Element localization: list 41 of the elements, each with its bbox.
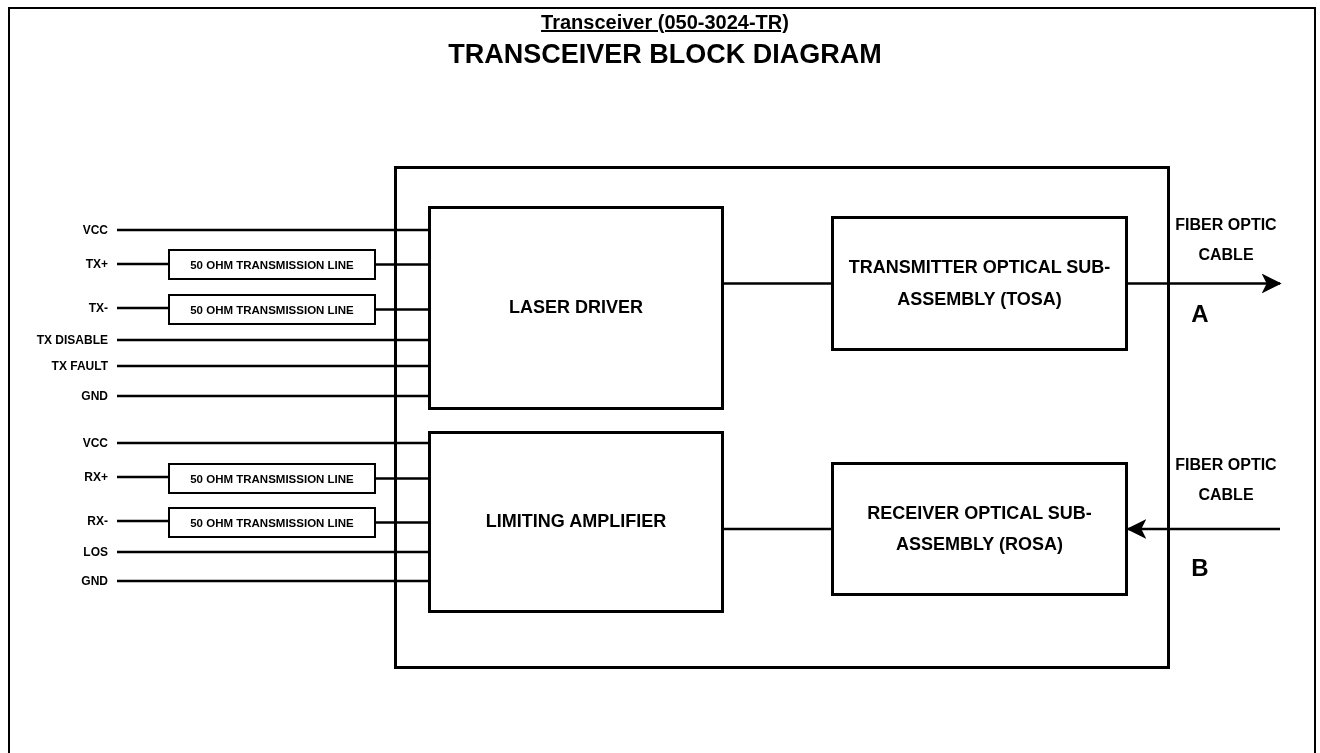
pin-label: LOS <box>20 544 117 560</box>
cable-label: FIBER OPTIC CABLE <box>1170 450 1282 512</box>
pin-label: VCC <box>20 435 117 451</box>
signal-line <box>117 441 428 445</box>
signal-line <box>117 306 168 310</box>
signal-line <box>117 228 428 232</box>
cable-label: FIBER OPTIC CABLE <box>1170 210 1282 272</box>
part-number-heading: Transceiver (050-3024-TR) <box>540 10 790 34</box>
pin-label: TX- <box>20 300 117 316</box>
signal-line <box>376 477 428 480</box>
pin-label: RX- <box>20 513 117 529</box>
arrow <box>1126 519 1280 539</box>
block-box: LIMITING AMPLIFIER <box>428 431 724 613</box>
signal-line <box>117 475 168 479</box>
signal-line <box>117 550 428 554</box>
pin-label: RX+ <box>20 469 117 485</box>
pin-label: GND <box>20 388 117 404</box>
signal-line <box>376 308 428 311</box>
port-letter: A <box>1190 300 1210 328</box>
signal-line <box>117 394 428 398</box>
signal-line <box>117 579 428 583</box>
pin-label: TX DISABLE <box>20 332 117 348</box>
pin-label: TX FAULT <box>20 358 117 374</box>
block-box: TRANSMITTER OPTICAL SUB-ASSEMBLY (TOSA) <box>831 216 1128 351</box>
module-outline <box>394 166 1170 669</box>
signal-line <box>117 364 428 368</box>
signal-line <box>376 521 428 524</box>
signal-line <box>724 282 831 285</box>
signal-line <box>376 263 428 266</box>
arrow <box>1128 273 1282 294</box>
signal-line <box>724 527 831 531</box>
signal-line <box>117 338 428 342</box>
pin-label: GND <box>20 573 117 589</box>
pin-label: TX+ <box>20 256 117 272</box>
pin-label: VCC <box>20 222 117 238</box>
port-letter: B <box>1190 554 1210 582</box>
block-box: LASER DRIVER <box>428 206 724 410</box>
signal-line <box>117 519 168 523</box>
signal-line <box>117 262 168 266</box>
block-box: RECEIVER OPTICAL SUB-ASSEMBLY (ROSA) <box>831 462 1128 596</box>
diagram-title: TRANSCEIVER BLOCK DIAGRAM <box>447 38 883 70</box>
